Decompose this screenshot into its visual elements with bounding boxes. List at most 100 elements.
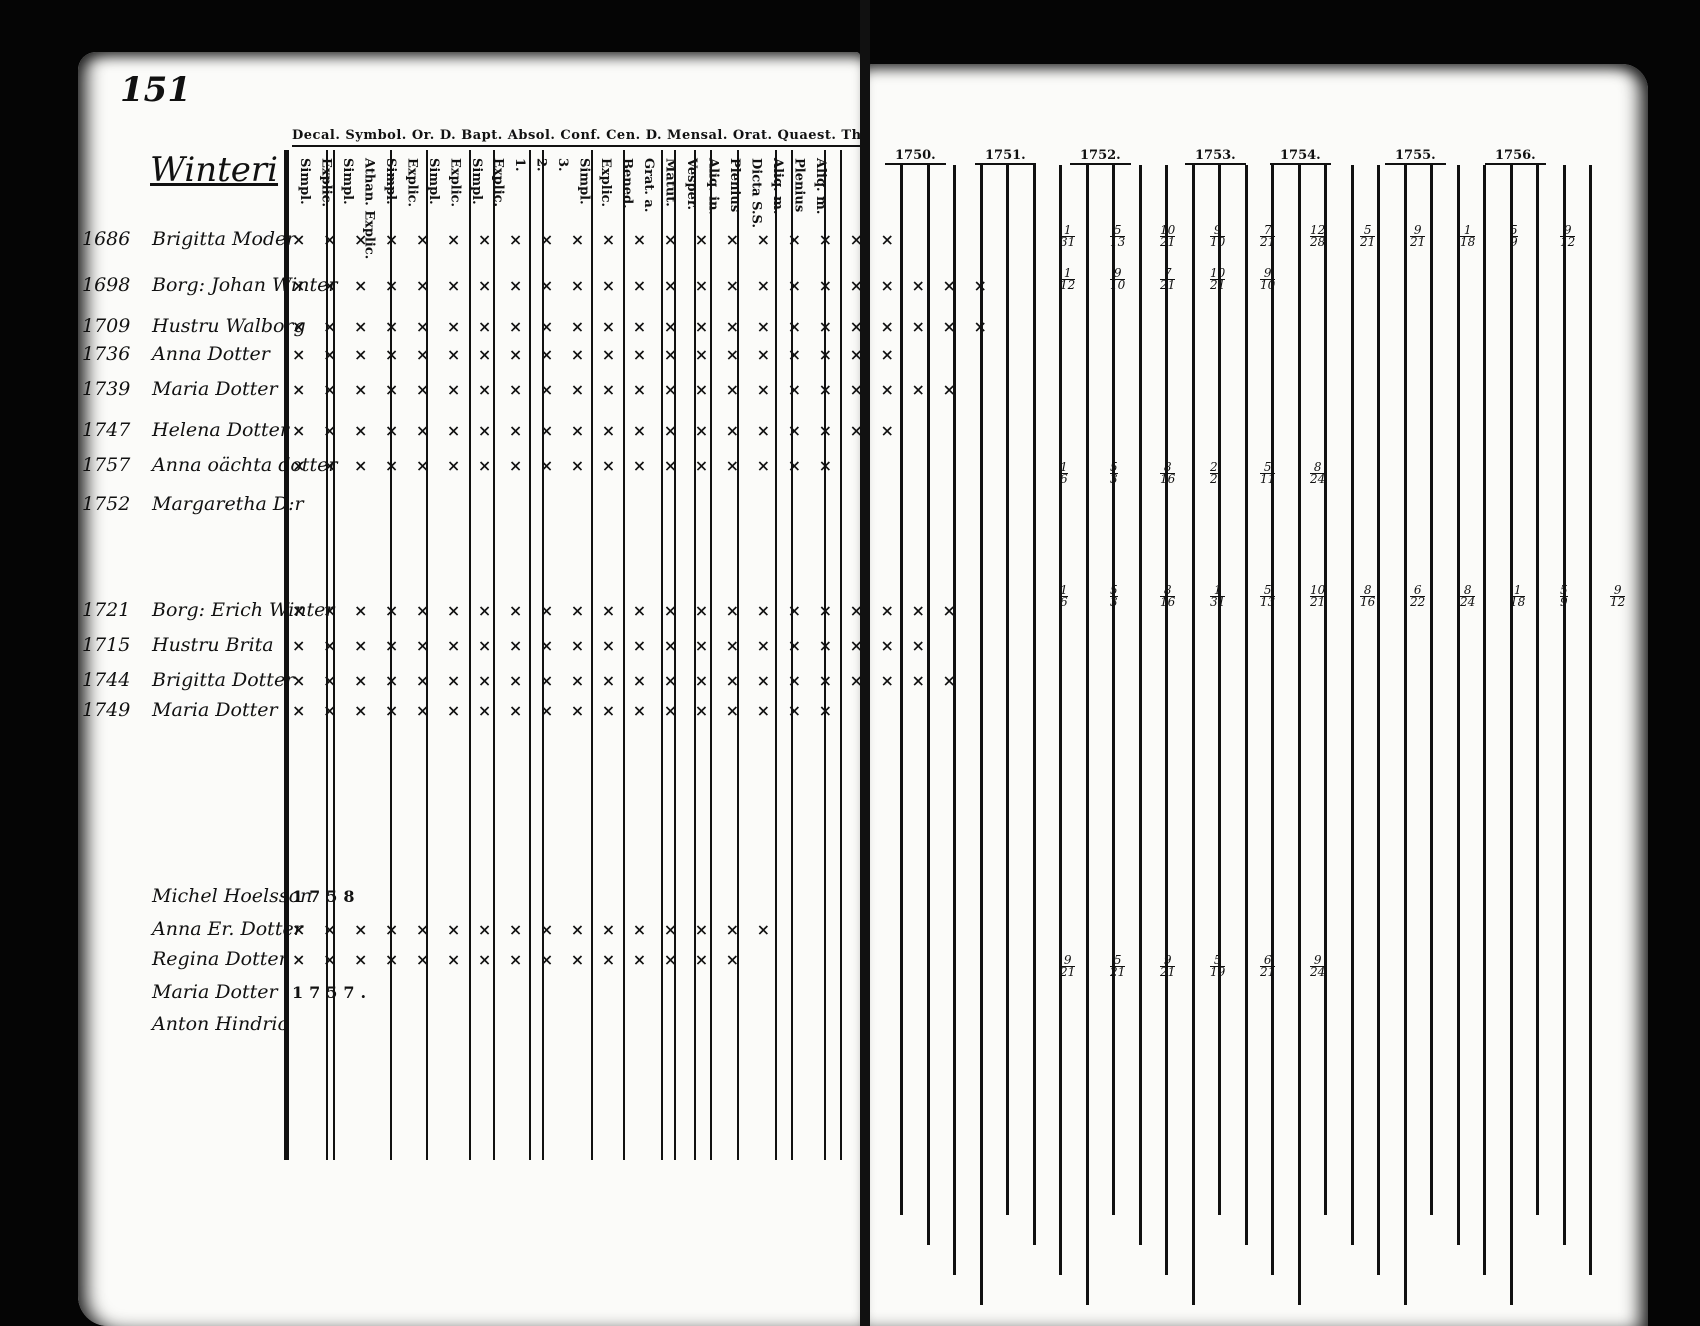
catechism-marks: × × × × × × × × × × × × × × × × × × × × … — [292, 380, 962, 399]
year-header: 1756. — [1485, 148, 1546, 165]
vertical-rule — [1165, 165, 1168, 1275]
catechism-marks: 1758 — [292, 887, 361, 906]
vertical-rule — [469, 150, 471, 1160]
column-label: 1. — [512, 158, 527, 172]
vertical-rule — [926, 165, 930, 1245]
denominator: 3 — [1110, 595, 1118, 609]
birth-year: 1698 — [82, 274, 131, 296]
person-name: Helena Dotter — [152, 419, 290, 441]
catechism-marks: × × × × × × × × × × × × × × × × × × × × … — [292, 276, 993, 295]
person-name: Maria Dotter — [152, 981, 278, 1003]
catechism-marks: × × × × × × × × × × × × × × × × × × × × — [292, 421, 900, 440]
page-gutter — [860, 0, 870, 1326]
vertical-rule — [1324, 165, 1327, 1215]
column-label: Simpl. — [469, 158, 484, 205]
denominator: 24 — [1310, 472, 1326, 486]
denominator: 2 — [1210, 472, 1218, 486]
catechism-marks: × × × × × × × × × × × × × × × × × × — [292, 701, 839, 720]
numerator: 6 — [1410, 584, 1426, 597]
numerator: 5 — [1360, 224, 1376, 237]
person-name: Maria Dotter — [152, 699, 278, 721]
numerator: 5 — [1210, 954, 1226, 967]
birth-year: 1715 — [82, 634, 131, 656]
year-header: 1751. — [975, 148, 1036, 165]
numerator: 8 — [1460, 584, 1476, 597]
numerator: 9 — [1110, 267, 1126, 280]
vertical-rule — [623, 150, 625, 1160]
page-number: 151 — [120, 70, 191, 110]
denominator: 21 — [1160, 965, 1176, 979]
vertical-rule — [1403, 165, 1407, 1305]
numerator: 9 — [1160, 954, 1176, 967]
vertical-rule — [737, 150, 739, 1160]
denominator: 22 — [1410, 595, 1426, 609]
numerator: 9 — [1060, 954, 1076, 967]
numerator: 5 — [1110, 954, 1126, 967]
vertical-rule — [1191, 165, 1195, 1305]
column-label: Grat. a. — [641, 158, 656, 213]
numerator: 5 — [1260, 584, 1276, 597]
catechism-marks: × × × × × × × × × × × × × × × × × × — [292, 456, 839, 475]
catechism-marks: × × × × × × × × × × × × × × × — [292, 950, 746, 969]
column-label: Simpl. — [297, 158, 312, 205]
vertical-rule — [1430, 165, 1433, 1215]
vertical-rule — [1456, 165, 1460, 1245]
birth-year: 1686 — [82, 228, 131, 250]
catechism-marks: × × × × × × × × × × × × × × × × — [292, 920, 777, 939]
denominator: 18 — [1510, 595, 1526, 609]
numerator: 9 — [1410, 224, 1426, 237]
person-name: Maria Dotter — [152, 378, 278, 400]
numerator: 5 — [1260, 461, 1276, 474]
denominator: 21 — [1210, 278, 1226, 292]
person-name: Anna Dotter — [152, 343, 270, 365]
person-name: Brigitta Moder — [152, 228, 296, 250]
vertical-rule — [1138, 165, 1142, 1245]
numerator: 10 — [1160, 223, 1176, 237]
birth-year: 1747 — [82, 419, 131, 441]
denominator: 10 — [1260, 278, 1276, 292]
column-label: 2. — [533, 158, 549, 172]
denominator: 16 — [1360, 595, 1376, 609]
family-title: Winteri — [150, 150, 279, 190]
vertical-rule — [791, 150, 793, 1160]
denominator: 12 — [1560, 235, 1576, 249]
denominator: 24 — [1460, 595, 1476, 609]
denominator: 12 — [1060, 278, 1076, 292]
vertical-rule — [333, 150, 335, 1160]
year-header: 1750. — [885, 148, 946, 165]
vertical-rule — [1112, 165, 1115, 1215]
denominator: 9 — [1510, 235, 1518, 249]
denominator: 31 — [1060, 235, 1076, 249]
person-name: Brigitta Dotter — [152, 669, 295, 691]
vertical-rule — [1350, 165, 1354, 1245]
denominator: 18 — [1460, 235, 1476, 249]
denominator: 6 — [1060, 472, 1068, 486]
vertical-rule — [979, 165, 983, 1305]
vertical-rule — [1536, 165, 1539, 1215]
denominator: 21 — [1260, 235, 1276, 249]
denominator: 21 — [1260, 965, 1276, 979]
birth-year: 1752 — [82, 493, 131, 515]
denominator: 28 — [1310, 235, 1326, 249]
numerator: 1 — [1060, 460, 1068, 474]
catechism-marks: 1757. — [292, 983, 373, 1002]
catechism-marks: × × × × × × × × × × × × × × × × × × × × … — [292, 671, 962, 690]
catechism-marks: × × × × × × × × × × × × × × × × × × × × — [292, 345, 900, 364]
denominator: 24 — [1310, 965, 1326, 979]
